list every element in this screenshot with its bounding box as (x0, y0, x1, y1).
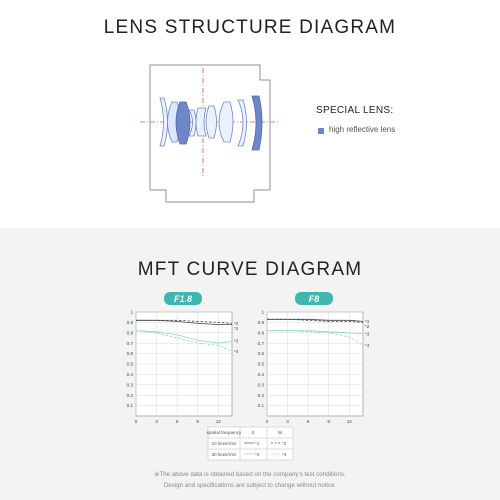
chart1-tag-bg (164, 292, 202, 305)
footnote-line1: ※The above data is obtained based on the… (154, 471, 346, 478)
lens-structure-diagram (140, 64, 280, 203)
y-tick-label: 0.1 (127, 403, 134, 408)
chart2-tag-bg (295, 292, 333, 305)
y-tick-label: 0.8 (258, 330, 265, 335)
mft-charts: F1.8 F8 0.1 0.2 0.3 0.4 0.5 0.6 0.7 0.8 0.9 1 0 3 6 9… (127, 292, 370, 461)
x-tick-label: 6 (307, 419, 310, 424)
series-end-label: *4 (365, 343, 370, 348)
y-tick-label: 0.2 (127, 393, 134, 398)
y-tick-label: 0.3 (127, 382, 134, 387)
series-line-1 (136, 319, 232, 325)
series-end-label: *3 (365, 331, 370, 336)
x-tick-label: 0 (266, 419, 269, 424)
y-tick-label: 0.7 (127, 341, 134, 346)
y-tick-label: 0.4 (127, 372, 134, 377)
x-tick-label: 3 (286, 419, 289, 424)
lens-structure-section: LENS STRUCTURE DIAGRAM SPECIAL LENS: hig… (0, 0, 500, 228)
lens-element-9-special (251, 95, 263, 151)
lens-element-8 (237, 99, 247, 147)
y-tick-label: 1 (130, 310, 133, 315)
series-end-label: *2 (365, 324, 370, 329)
lens-element-1 (159, 97, 168, 147)
table-row2-m: *4 (282, 452, 287, 457)
x-tick-label: 12 (216, 419, 222, 424)
table-row2-s: *3 (255, 452, 260, 457)
x-tick-label: 9 (327, 419, 330, 424)
lens-element-5 (195, 107, 207, 137)
x-tick-label: 0 (135, 419, 138, 424)
mft-chart-f8: 0.1 0.2 0.3 0.4 0.5 0.6 0.7 0.8 0.9 1 0 3 6 9 12 *1*2 *3… (258, 310, 370, 424)
table-row1-s: *1 (255, 441, 260, 446)
high-reflective-legend-label: high reflective lens (329, 125, 396, 134)
chart1-tag: F1.8 (174, 294, 192, 304)
x-tick-label: 6 (176, 419, 179, 424)
series-end-label: *1 (234, 326, 239, 331)
chart2-tag: F8 (309, 294, 320, 304)
high-reflective-legend-swatch (318, 128, 324, 134)
special-lens-title: SPECIAL LENS: (316, 105, 394, 116)
y-tick-label: 0.4 (258, 372, 265, 377)
mft-legend-table: spatial frequency S M 10 lines/mm *1 *2 … (207, 426, 294, 461)
lens-element-4 (188, 109, 197, 137)
x-tick-label: 12 (347, 419, 353, 424)
series-end-label: *4 (234, 349, 239, 354)
lens-element-6 (205, 105, 217, 139)
y-tick-label: 0.6 (127, 351, 134, 356)
table-row1-m: *2 (282, 441, 287, 446)
lens-barrel-outline (149, 64, 271, 203)
y-tick-label: 0.9 (127, 320, 134, 325)
y-tick-label: 0.3 (258, 382, 265, 387)
y-tick-label: 0.9 (258, 320, 265, 325)
table-header-m: M (278, 430, 282, 435)
table-header-freq: spatial frequency (207, 430, 242, 435)
series-end-label: *1 (365, 319, 370, 324)
y-tick-label: 0.5 (127, 362, 134, 367)
y-tick-label: 0.7 (258, 341, 265, 346)
table-header-s: S (251, 430, 254, 435)
series-line-3 (135, 330, 233, 344)
y-tick-label: 0.6 (258, 351, 265, 356)
series-line-1 (267, 318, 364, 322)
mft-title: MFT CURVE DIAGRAM (137, 259, 363, 280)
y-tick-label: 0.1 (258, 403, 265, 408)
lens-structure-title: LENS STRUCTURE DIAGRAM (103, 17, 397, 38)
lens-element-7 (218, 101, 234, 143)
y-tick-label: 0.8 (127, 330, 134, 335)
y-tick-label: 0.5 (258, 362, 265, 367)
series-line-3 (267, 330, 364, 335)
lens-element-3-special (175, 101, 191, 145)
table-row2-label: 30 lines/mm (212, 452, 237, 457)
x-tick-label: 3 (155, 419, 158, 424)
x-tick-label: 9 (196, 419, 199, 424)
series-line-4 (135, 330, 233, 352)
series-end-label: *2 (234, 321, 239, 326)
y-tick-label: 0.2 (258, 393, 265, 398)
series-end-label: *3 (234, 339, 239, 344)
y-tick-label: 1 (261, 310, 264, 315)
table-row1-label: 10 lines/mm (212, 441, 237, 446)
footnote-line2: Design and specifications are subject to… (163, 482, 337, 489)
mft-chart-f1-8: 0.1 0.2 0.3 0.4 0.5 0.6 0.7 0.8 0.9 1 0 3 6 9 12 *2*1 *3… (127, 310, 239, 424)
